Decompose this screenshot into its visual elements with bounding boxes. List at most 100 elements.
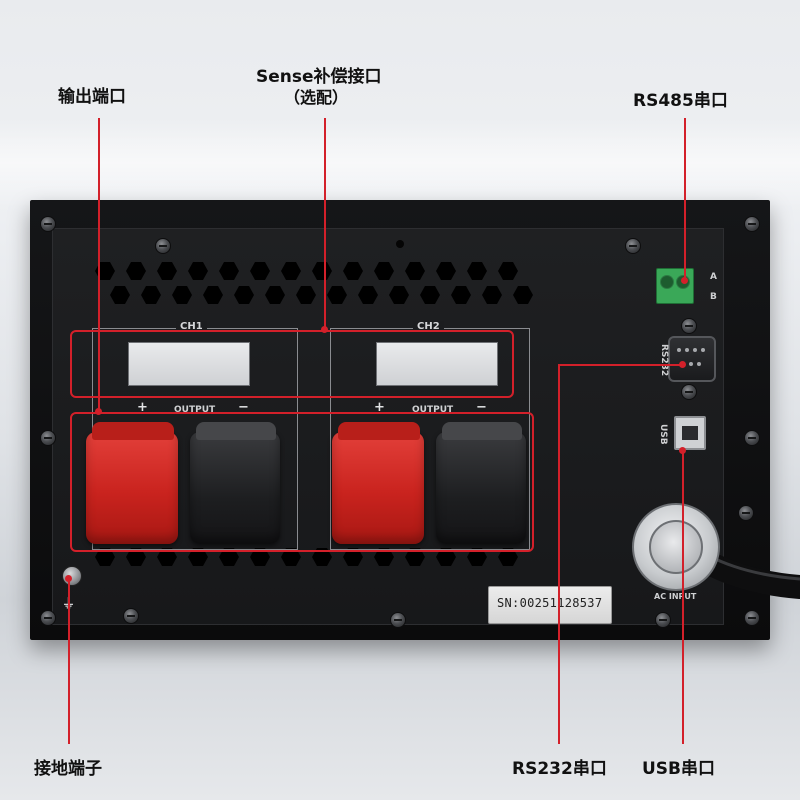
vent-hole: [188, 548, 208, 566]
callout-usb: USB串口: [642, 759, 716, 779]
vent-hole: [126, 548, 146, 566]
db9-pin: [689, 362, 693, 366]
vent-hole: [405, 548, 425, 566]
serial-number-plate: SN:00251128537: [488, 586, 612, 624]
leader-rs485: [684, 118, 686, 280]
vent-hole: [188, 262, 208, 280]
ch2-negative-terminal[interactable]: [436, 432, 526, 544]
vent-hole: [389, 286, 409, 304]
vent-hole: [250, 548, 270, 566]
vent-hole: [498, 262, 518, 280]
vent-hole: [95, 548, 115, 566]
ch2-positive-terminal[interactable]: [332, 432, 424, 544]
ac-cable-gland-inner: [649, 520, 703, 574]
output-highlight-box: [70, 412, 534, 552]
vent-hole: [281, 262, 301, 280]
callout-sense-title: Sense补偿接口: [256, 67, 382, 87]
rs485-connector[interactable]: [656, 268, 694, 304]
rs232-port-label: RS232: [659, 344, 669, 377]
ac-input-label: AC INPUT: [654, 592, 697, 601]
leader-dot-output-port: [95, 408, 102, 415]
leader-dot-ground: [65, 575, 72, 582]
ch1-negative-terminal[interactable]: [190, 432, 280, 544]
rs485-label-a: A: [710, 272, 717, 282]
vent-hole: [95, 262, 115, 280]
ch2-positive-terminal-cap: [338, 422, 420, 440]
callout-rs485: RS485串口: [633, 91, 728, 111]
vent-hole: [482, 286, 502, 304]
db9-pin: [685, 348, 689, 352]
vent-hole: [141, 286, 161, 304]
chassis-screw: [40, 430, 56, 446]
vent-hole: [172, 286, 192, 304]
ch1-positive-terminal-cap: [92, 422, 174, 440]
db9-pin: [677, 348, 681, 352]
db9-pin: [697, 362, 701, 366]
callout-sense-note: （选配）: [284, 88, 349, 107]
callout-output-port: 输出端口: [58, 87, 126, 107]
rs485-label-b: B: [710, 292, 717, 302]
ch1-output-label: OUTPUT: [174, 405, 216, 415]
ch2-plus-sign: +: [374, 400, 385, 415]
vent-grille-top: [95, 262, 545, 310]
chassis-screw: [744, 430, 760, 446]
leader-dot-rs485: [681, 277, 688, 284]
vent-hole: [296, 286, 316, 304]
db9-pin: [701, 348, 705, 352]
leader-dot-rs232: [679, 361, 686, 368]
rs232-db9-port[interactable]: [668, 336, 716, 382]
vent-hole: [312, 548, 332, 566]
mount-hole: [396, 240, 404, 248]
vent-hole: [420, 286, 440, 304]
leader-rs232-horizontal: [558, 364, 682, 366]
ch2-negative-terminal-cap: [442, 422, 522, 440]
serial-number: SN:00251128537: [497, 596, 603, 610]
ch1-positive-terminal[interactable]: [86, 432, 178, 544]
ch2-sense-display: [376, 342, 498, 386]
background-light-band: [0, 118, 800, 208]
leader-dot-usb: [679, 447, 686, 454]
vent-hole: [126, 262, 146, 280]
vent-hole: [358, 286, 378, 304]
vent-hole: [157, 262, 177, 280]
callout-rs232: RS232串口: [512, 759, 607, 779]
leader-sense: [324, 118, 326, 330]
ch1-label: CH1: [176, 321, 207, 332]
rs232-screw: [681, 318, 697, 334]
vent-hole: [405, 262, 425, 280]
chassis-screw: [40, 610, 56, 626]
ch1-minus-sign: −: [238, 400, 249, 415]
vent-hole: [498, 548, 518, 566]
vent-hole: [374, 262, 394, 280]
leader-dot-sense: [321, 326, 328, 333]
panel-screw: [738, 505, 754, 521]
chassis-screw: [744, 216, 760, 232]
vent-hole: [467, 262, 487, 280]
callout-ground: 接地端子: [34, 759, 102, 779]
ch1-plus-sign: +: [137, 400, 148, 415]
vent-hole: [374, 548, 394, 566]
usb-port-label: USB: [658, 424, 668, 445]
vent-hole: [265, 286, 285, 304]
panel-screw: [123, 608, 139, 624]
leader-ground: [68, 578, 70, 744]
panel-screw: [655, 612, 671, 628]
panel-screw: [625, 238, 641, 254]
sense-highlight-box: [70, 330, 514, 398]
chassis-screw: [40, 216, 56, 232]
panel-screw: [390, 612, 406, 628]
panel-screw: [155, 238, 171, 254]
vent-hole: [281, 548, 301, 566]
vent-grille-bottom: [95, 548, 545, 572]
db9-pin: [693, 348, 697, 352]
vent-hole: [327, 286, 347, 304]
usb-b-port[interactable]: [674, 416, 706, 450]
vent-hole: [250, 262, 270, 280]
vent-hole: [467, 548, 487, 566]
vent-hole: [312, 262, 332, 280]
ch2-output-label: OUTPUT: [412, 405, 454, 415]
usb-port-inner: [682, 426, 698, 440]
vent-hole: [343, 548, 363, 566]
leader-rs232: [558, 364, 560, 744]
vent-hole: [219, 262, 239, 280]
